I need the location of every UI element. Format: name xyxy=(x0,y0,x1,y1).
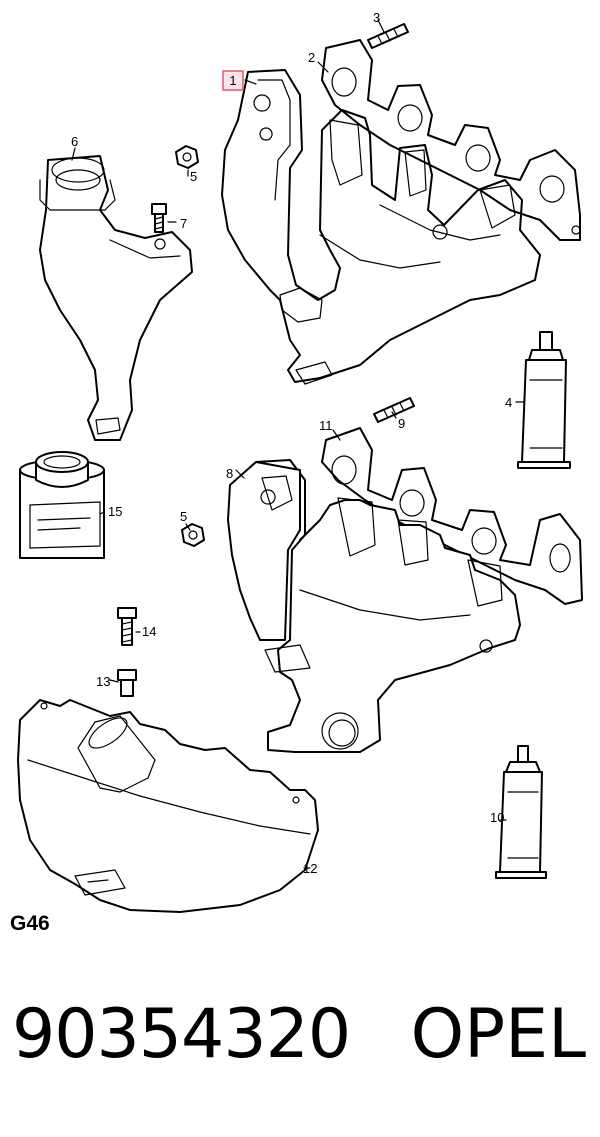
bolt-14[interactable] xyxy=(117,607,137,646)
callout-6[interactable]: 6 xyxy=(71,134,78,149)
stud-lower[interactable] xyxy=(373,397,415,423)
callout-12[interactable]: 12 xyxy=(303,861,317,876)
sealant-tube-10[interactable] xyxy=(495,745,547,879)
callout-1-highlight xyxy=(222,70,244,91)
callout-15[interactable]: 15 xyxy=(108,504,122,519)
callout-5-lower[interactable]: 5 xyxy=(180,509,187,524)
part-number: 90354320 xyxy=(12,995,351,1074)
callout-9[interactable]: 9 xyxy=(398,416,405,431)
callout-11[interactable]: 11 xyxy=(319,418,333,433)
exhaust-downpipe[interactable] xyxy=(39,155,193,441)
stud-upper[interactable] xyxy=(367,23,409,49)
callout-10[interactable]: 10 xyxy=(490,810,504,825)
bolt-13[interactable] xyxy=(117,669,137,697)
callout-8[interactable]: 8 xyxy=(226,466,233,481)
exploded-parts-diagram: 1 3 2 6 5 7 4 11 9 8 15 5 14 13 10 12 xyxy=(17,10,583,913)
callout-13[interactable]: 13 xyxy=(96,674,110,689)
brand-name: OPEL xyxy=(410,995,586,1074)
callout-3[interactable]: 3 xyxy=(373,10,380,25)
compound-jar-15[interactable] xyxy=(19,451,105,559)
callout-14[interactable]: 14 xyxy=(142,624,156,639)
nut-lower[interactable] xyxy=(181,523,205,547)
callout-1[interactable]: 1 xyxy=(229,73,236,88)
footer: 90354320 OPEL xyxy=(0,995,600,1095)
exhaust-manifold-upper[interactable] xyxy=(221,69,541,385)
exhaust-manifold-lower[interactable] xyxy=(227,459,521,753)
callout-2[interactable]: 2 xyxy=(308,50,315,65)
nut-upper[interactable] xyxy=(175,145,199,169)
heat-shield[interactable] xyxy=(17,699,319,913)
sealant-tube-4[interactable] xyxy=(517,331,571,469)
callout-5-upper[interactable]: 5 xyxy=(190,169,197,184)
manifold-gasket-upper[interactable] xyxy=(321,39,581,241)
bolt-7[interactable] xyxy=(151,203,167,233)
callout-7[interactable]: 7 xyxy=(180,216,187,231)
callout-4[interactable]: 4 xyxy=(505,395,512,410)
sheet-code: G46 xyxy=(10,912,50,935)
leader-lines xyxy=(71,19,525,869)
